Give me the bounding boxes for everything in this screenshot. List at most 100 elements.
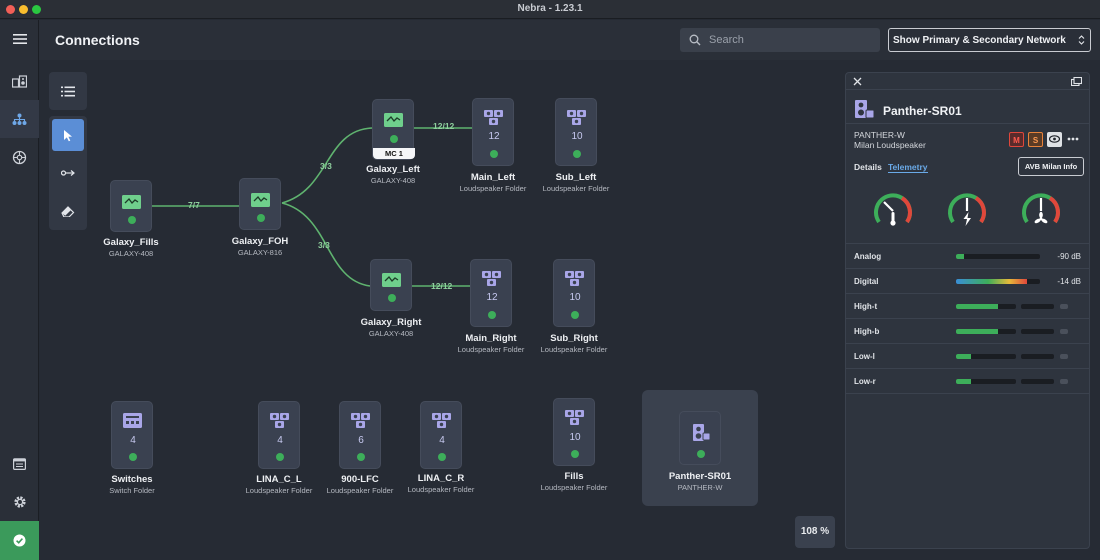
status-led <box>438 453 446 461</box>
status-led <box>488 311 496 319</box>
loudspeaker-folder-icon <box>565 410 584 425</box>
more-options-icon[interactable] <box>1067 137 1079 141</box>
node-label: Main_Right <box>465 333 517 344</box>
mute-button[interactable]: M <box>1009 132 1024 147</box>
folder-count: 6 <box>358 435 364 446</box>
node-label: Fills <box>564 471 584 482</box>
clip-indicator <box>1060 329 1068 334</box>
node-fills[interactable]: 10 <box>553 398 595 466</box>
node-panther-sr01-selected[interactable]: Panther-SR01 PANTHER-W <box>642 390 758 506</box>
close-window-button[interactable] <box>6 5 15 14</box>
status-led <box>276 453 284 461</box>
meter-bar <box>956 254 1040 259</box>
node-sublabel: Loudspeaker Folder <box>326 486 394 495</box>
link-label-right-main: 12/12 <box>431 281 453 291</box>
sidebar-item-settings[interactable] <box>0 483 39 521</box>
search-placeholder: Search <box>709 34 744 46</box>
node-main-right[interactable]: 12 <box>470 259 512 327</box>
minimize-window-button[interactable] <box>19 5 28 14</box>
connect-tool-button[interactable] <box>52 157 84 189</box>
tab-details[interactable]: Details <box>854 162 882 172</box>
sidebar-item-devices[interactable] <box>0 62 39 100</box>
list-icon <box>61 86 75 96</box>
status-led <box>390 135 398 143</box>
loudspeaker-folder-icon <box>351 413 370 428</box>
node-sublabel: GALAXY-408 <box>370 176 416 185</box>
identify-button[interactable] <box>1047 132 1062 147</box>
link-label-foh-right: 3/3 <box>318 240 330 250</box>
zoom-level[interactable]: 108 % <box>795 516 835 548</box>
loudspeaker-folder-icon <box>270 413 289 428</box>
link-label-foh-left: 3/3 <box>320 161 332 171</box>
status-led <box>388 294 396 302</box>
node-label: Galaxy_Fills <box>103 237 159 248</box>
status-led <box>573 150 581 158</box>
eraser-tool-button[interactable] <box>52 195 84 227</box>
loudspeaker-folder-icon <box>432 413 451 428</box>
search-icon <box>689 34 701 46</box>
avb-milan-info-button[interactable]: AVB Milan Info <box>1018 157 1084 176</box>
status-ok-button[interactable] <box>0 521 39 560</box>
sidebar-item-connections[interactable] <box>0 100 39 138</box>
mc-badge: MC 1 <box>373 148 415 159</box>
meter-row-analog: Analog -90 dB <box>846 243 1089 268</box>
meter-label: Analog <box>854 252 882 261</box>
meter-bar <box>956 329 1016 334</box>
menu-button[interactable] <box>0 20 39 58</box>
node-galaxy-foh[interactable] <box>239 178 281 230</box>
sidebar-item-speakers[interactable] <box>0 138 39 176</box>
solo-button[interactable]: S <box>1028 132 1043 147</box>
node-main-left[interactable]: 12 <box>472 98 514 166</box>
meter-label: Digital <box>854 277 879 286</box>
folder-count: 10 <box>569 432 581 443</box>
lightning-icon <box>963 212 971 226</box>
node-label: Galaxy_Left <box>366 164 420 175</box>
amplifier-icon <box>384 113 403 127</box>
loudspeaker-icon <box>855 100 875 119</box>
devices-icon <box>12 74 27 88</box>
folder-count: 12 <box>486 292 498 303</box>
network-select[interactable]: Show Primary & Secondary Network <box>888 28 1091 52</box>
thermometer-icon <box>890 212 896 226</box>
node-label: Sub_Right <box>550 333 598 344</box>
view-toolbox <box>49 72 87 110</box>
node-label: Main_Left <box>470 172 516 183</box>
node-sub-right[interactable]: 10 <box>553 259 595 327</box>
close-icon[interactable] <box>853 77 862 86</box>
maximize-window-button[interactable] <box>32 5 41 14</box>
search-input[interactable]: Search <box>680 28 880 52</box>
network-icon <box>12 113 27 125</box>
calendar-icon <box>13 457 26 470</box>
status-led <box>257 214 265 222</box>
meter-bar-secondary <box>1021 329 1054 334</box>
node-sublabel: GALAXY-816 <box>237 248 283 257</box>
meter-db-value: -14 dB <box>1057 277 1081 286</box>
node-lina-c-r[interactable]: 4 <box>420 401 462 469</box>
popout-icon[interactable] <box>1071 77 1082 86</box>
node-sublabel: Switch Folder <box>109 486 155 495</box>
node-sublabel: PANTHER-W <box>677 483 723 492</box>
node-lina-c-l[interactable]: 4 <box>258 401 300 469</box>
select-tool-button[interactable] <box>52 119 84 151</box>
meter-bar <box>956 379 1016 384</box>
tab-telemetry[interactable]: Telemetry <box>888 162 928 173</box>
edit-toolbox <box>49 116 87 230</box>
node-panther-sr01[interactable] <box>679 411 721 465</box>
node-label: Switches <box>111 474 153 485</box>
device-details-panel: Panther-SR01 PANTHER-W Milan Loudspeaker… <box>845 72 1090 549</box>
eraser-icon <box>61 206 75 217</box>
node-900-lfc[interactable]: 6 <box>339 401 381 469</box>
node-galaxy-fills[interactable] <box>110 180 152 232</box>
node-galaxy-right[interactable] <box>370 259 412 311</box>
connection-lines <box>152 127 472 287</box>
switch-folder-icon <box>123 413 142 428</box>
node-sub-left[interactable]: 10 <box>555 98 597 166</box>
list-view-button[interactable] <box>52 75 84 107</box>
link-label-left-main: 12/12 <box>433 121 455 131</box>
node-switches[interactable]: 4 <box>111 401 153 469</box>
meter-row-low-r: Low-r <box>846 368 1089 393</box>
sidebar-item-schedule[interactable] <box>0 444 39 482</box>
meter-bar-secondary <box>1021 304 1054 309</box>
node-galaxy-left[interactable]: MC 1 <box>372 99 415 160</box>
